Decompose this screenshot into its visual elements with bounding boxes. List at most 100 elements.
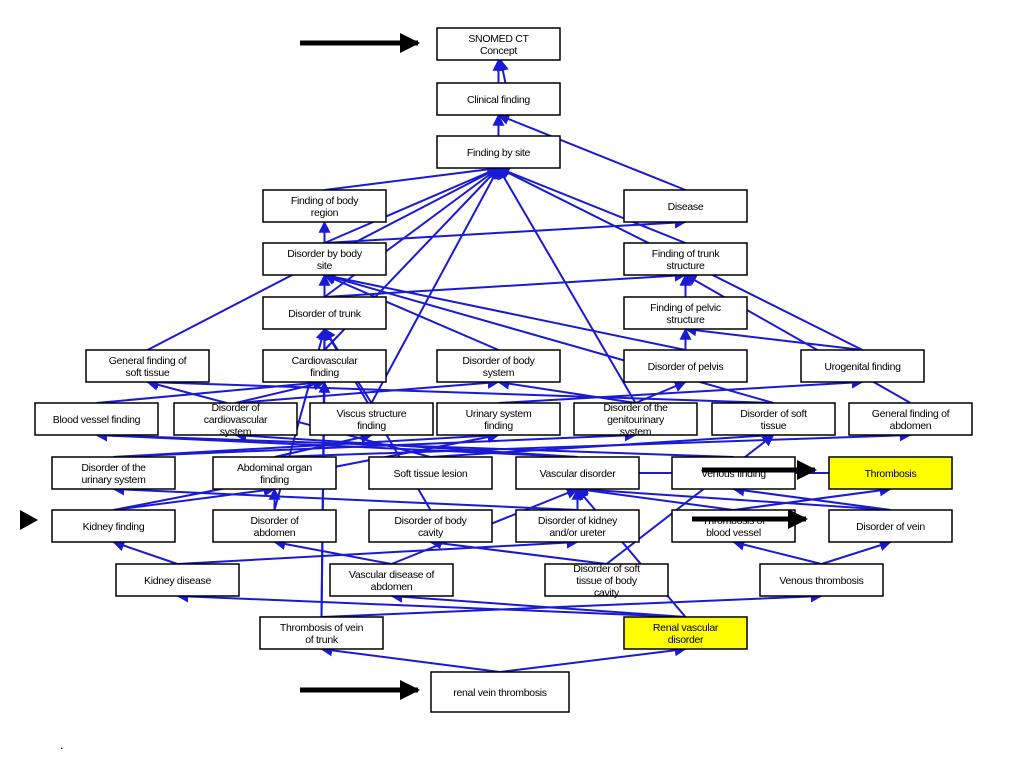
node-label-distrunk: Disorder of trunk <box>288 308 362 320</box>
node-vasculardis: Vascular disorder <box>515 456 640 490</box>
edge-clinical-to-snomed <box>496 58 509 84</box>
node-label-genfindsoft: soft tissue <box>126 367 170 379</box>
edge-dissofttissue-to-genfindsoft <box>146 376 774 404</box>
edge-disbodysite-to-disease <box>324 216 687 244</box>
node-label-findsite: Finding by site <box>467 147 531 159</box>
node-box-disvein <box>828 509 953 543</box>
node-box-disurinary <box>51 456 176 490</box>
node-label-softlesion: Soft tissue lesion <box>394 468 468 480</box>
edge-findbodyregion-to-findsite <box>324 163 500 191</box>
node-kidneyfind: Kidney finding <box>51 509 176 543</box>
node-label-disabdomen: Disorder of <box>250 515 298 527</box>
node-label-diskidney: and/or ureter <box>549 527 606 539</box>
edge-disgenito-to-disbodysys <box>497 377 636 404</box>
callout-arrow-kidney-finding <box>20 510 38 530</box>
node-label-disbodysys: system <box>483 367 515 379</box>
node-box-thrombvessel <box>671 509 796 543</box>
node-thrombosis: Thrombosis <box>828 456 953 490</box>
edge-disbodysys-to-disbodysite <box>323 273 499 351</box>
node-label-urinarysys: finding <box>484 420 513 432</box>
node-label-thrombvessel: blood vessel <box>706 527 761 539</box>
edge-thrombvessel-to-vasculardis <box>576 484 734 511</box>
edge-distrunk-to-findtrunk <box>324 269 687 298</box>
node-label-venousthromb: Venous thrombosis <box>779 575 863 587</box>
node-box-dissofttissue <box>711 402 836 436</box>
edge-discardio-to-disbodysys <box>235 376 500 404</box>
node-box-kidneyfind <box>51 509 176 543</box>
node-box-venousfind <box>671 456 796 490</box>
node-label-bloodvessel: Blood vessel finding <box>53 414 141 426</box>
node-label-disgenito: system <box>620 426 652 438</box>
node-box-disbodysite <box>262 242 387 276</box>
node-softlesion: Soft tissue lesion <box>368 456 493 490</box>
edge-kidneydis-to-diskidney <box>177 536 579 565</box>
edge-disvein-to-venousfind <box>732 484 891 511</box>
node-label-genfindsoft: General finding of <box>109 355 187 367</box>
node-box-dissoftcav <box>544 563 669 597</box>
node-box-bloodvessel <box>34 402 159 436</box>
node-label-dissoftcav: Disorder of soft <box>573 563 640 575</box>
node-label-urogenital: Urogenital finding <box>824 361 901 373</box>
edge-renalvasc-to-vascabd <box>390 590 686 618</box>
node-box-genfindsoft <box>85 349 210 383</box>
node-box-disbodysys <box>436 349 561 383</box>
node-dispelvis: Disorder of pelvis <box>623 349 748 383</box>
node-box-cardiofind <box>262 349 387 383</box>
node-venousthromb: Venous thrombosis <box>759 563 884 597</box>
node-label-renalvasc: disorder <box>668 634 704 646</box>
node-box-urinarysys <box>436 402 561 436</box>
node-bloodvessel: Blood vessel finding <box>34 402 159 436</box>
node-label-thrombosis: Thrombosis <box>865 468 917 480</box>
node-label-renalvein: renal vein thrombosis <box>453 687 547 699</box>
edge-dispelvis-to-disbodysite <box>323 271 686 351</box>
node-box-renalvein <box>430 671 570 713</box>
node-box-viscus <box>309 402 434 436</box>
edge-disurinary-to-urinarysys <box>113 429 500 458</box>
node-label-findtrunk: structure <box>666 260 705 272</box>
node-box-snomed <box>436 27 561 61</box>
node-findsite: Finding by site <box>436 135 561 169</box>
node-box-disease <box>623 189 748 223</box>
node-box-softlesion <box>368 456 493 490</box>
node-label-discardio: cardiovascular <box>204 414 268 426</box>
node-label-snomed: Concept <box>480 45 517 57</box>
node-kidneydis: Kidney disease <box>115 563 240 597</box>
node-box-diskidney <box>515 509 640 543</box>
edge-genfindabd-to-findtrunk <box>684 274 911 404</box>
edge-vascabd-to-disabdomen <box>273 538 392 565</box>
edge-renalvasc-to-kidneydis <box>176 590 686 618</box>
edge-viscus-to-findsite <box>370 166 500 404</box>
edge-renalvein-to-renalvasc <box>499 644 687 673</box>
node-label-vascabd: abdomen <box>371 581 413 593</box>
node-label-dissoftcav: tissue of body <box>576 575 638 587</box>
node-box-genfindabd <box>848 402 973 436</box>
edge-thrombveintrunk-to-venousthromb <box>321 590 823 618</box>
node-label-kidneyfind: Kidney finding <box>83 521 145 533</box>
node-label-findpelvic: Finding of pelvic <box>650 302 721 314</box>
edge-venousthromb-to-thrombvessel <box>732 538 822 565</box>
node-label-thrombveintrunk: Thrombosis of vein <box>280 622 364 634</box>
node-label-findbodyregion: region <box>311 207 339 219</box>
node-label-genfindabd: abdomen <box>890 420 932 432</box>
node-label-dispelvis: Disorder of pelvis <box>648 361 724 373</box>
node-box-urogenital <box>800 349 925 383</box>
node-thrombvessel: Thrombosis ofblood vessel <box>671 509 796 543</box>
node-label-genfindabd: General finding of <box>872 408 950 420</box>
edge-bloodvessel-to-cardiofind <box>96 377 326 404</box>
node-box-vasculardis <box>515 456 640 490</box>
node-label-disbodysite: site <box>317 260 333 272</box>
